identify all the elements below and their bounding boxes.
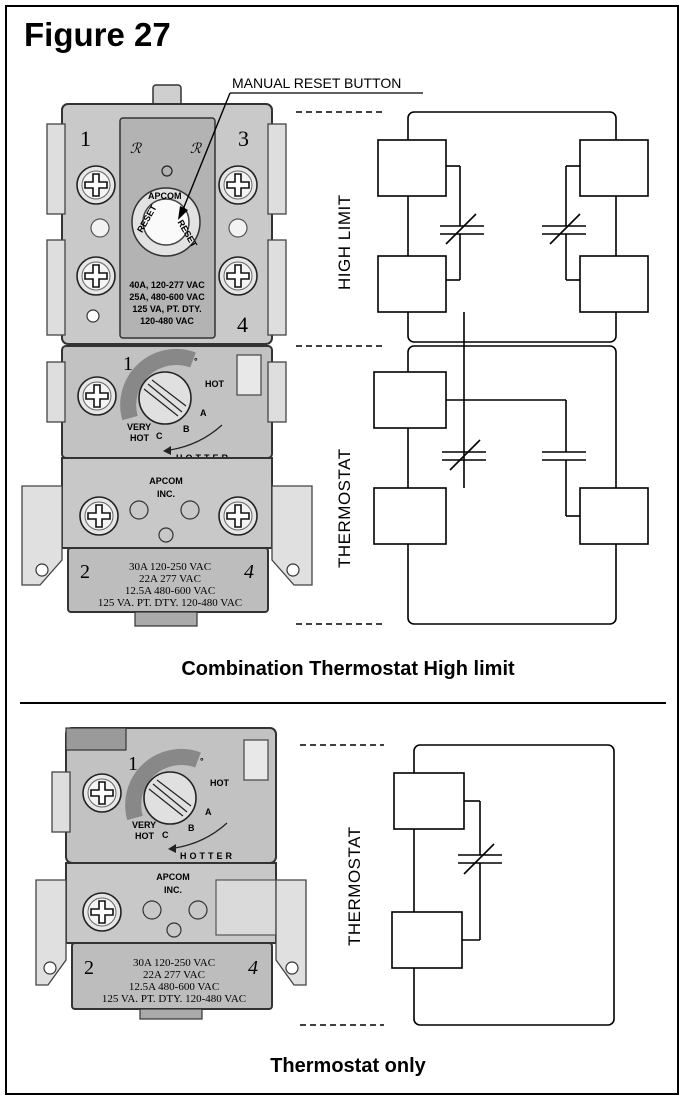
terminal-2-label: 2: [80, 561, 90, 583]
screw-terminal-1: [76, 165, 116, 205]
hl-rating-3: 125 VA, PT. DTY.: [132, 304, 201, 314]
bottom-brand-inc: INC.: [164, 885, 182, 895]
bottom-rating-line-2: 22A 277 VAC: [143, 969, 205, 981]
bottom-dial-number: 1: [128, 753, 138, 775]
combination-schematic: [296, 111, 649, 625]
thermostat-label-bottom: THERMOSTAT: [345, 826, 364, 946]
dial-number: 1: [123, 353, 133, 375]
bottom-dial-a: A: [205, 807, 212, 817]
screw-bottom-2: [82, 892, 122, 932]
hl-rating-4: 120-480 VAC: [140, 316, 194, 326]
manual-reset-button[interactable]: APCOM RESET RESET: [131, 187, 201, 257]
bottom-brand-apcom: APCOM: [156, 872, 190, 882]
bottom-rating-line-4: 125 VA. PT. DTY. 120-480 VAC: [102, 993, 246, 1005]
rating-line-3: 12.5A 480-600 VAC: [125, 585, 215, 597]
rating-line-4: 125 VA. PT. DTY. 120-480 VAC: [98, 597, 242, 609]
dial-c: C: [156, 431, 163, 441]
thermostat-device: 1 ° HOT A B C VERY HOT HOTTER APCOM INC.…: [35, 727, 307, 1020]
hl-rating-1: 40A, 120-277 VAC: [129, 280, 205, 290]
temperature-dial-bottom[interactable]: [125, 748, 201, 825]
ul-mark-left: ℛ: [130, 140, 142, 156]
reset-brand: APCOM: [148, 191, 182, 201]
screw-terminal-2-high: [76, 256, 116, 296]
bottom-dial-hot: HOT: [210, 778, 230, 788]
thermostat-label-top: THERMOSTAT: [335, 448, 354, 568]
terminal-3-label: 3: [238, 126, 249, 151]
caption-thermostat-only: Thermostat only: [270, 1055, 426, 1077]
dial-degree: °: [194, 356, 198, 366]
thermostat-schematic: [300, 744, 615, 1026]
dial-a: A: [200, 408, 207, 418]
dial-b: B: [183, 424, 190, 434]
high-limit-label: HIGH LIMIT: [335, 194, 354, 290]
bottom-dial-c: C: [162, 830, 169, 840]
screw-bottom-1: [82, 773, 122, 813]
terminal-4-label: 4: [237, 312, 248, 337]
cert-mark: [161, 165, 173, 177]
combination-device: 1 3 4 ℛ ℛ APCOM RESET RESET MANUAL RESET…: [21, 75, 423, 627]
terminal-1-label: 1: [80, 126, 91, 151]
bottom-rating-line-3: 12.5A 480-600 VAC: [129, 981, 219, 993]
screw-terminal-2: [79, 496, 119, 536]
bottom-rating-line-1: 30A 120-250 VAC: [133, 957, 215, 969]
rating-line-2: 22A 277 VAC: [139, 573, 201, 585]
screw-terminal-4-high: [218, 256, 258, 296]
dial-very-hot: HOT: [130, 433, 150, 443]
reset-callout-label: MANUAL RESET BUTTON: [232, 75, 401, 91]
bottom-dial-degree: °: [200, 756, 204, 766]
bottom-terminal-2-label: 2: [84, 957, 94, 979]
ul-mark-right: ℛ: [190, 140, 202, 156]
terminal-4-lower-label: 4: [244, 561, 254, 583]
dial-hot: HOT: [205, 379, 225, 389]
bottom-dial-hotter: HOTTER: [180, 851, 235, 861]
bottom-dial-b: B: [188, 823, 195, 833]
caption-combination: Combination Thermostat High limit: [181, 658, 515, 680]
bottom-dial-very-hot: HOT: [135, 831, 155, 841]
hl-rating-2: 25A, 480-600 VAC: [129, 292, 205, 302]
dial-very: VERY: [127, 422, 151, 432]
rating-line-1: 30A 120-250 VAC: [129, 561, 211, 573]
temperature-dial[interactable]: [120, 348, 196, 425]
screw-terminal-4: [218, 496, 258, 536]
bottom-dial-very: VERY: [132, 820, 156, 830]
screw-terminal-3: [218, 165, 258, 205]
brand-inc: INC.: [157, 489, 175, 499]
brand-apcom: APCOM: [149, 476, 183, 486]
screw-thermostat-1: [77, 376, 117, 416]
figure-title: Figure 27: [24, 16, 171, 53]
bottom-terminal-4-label: 4: [248, 957, 258, 979]
